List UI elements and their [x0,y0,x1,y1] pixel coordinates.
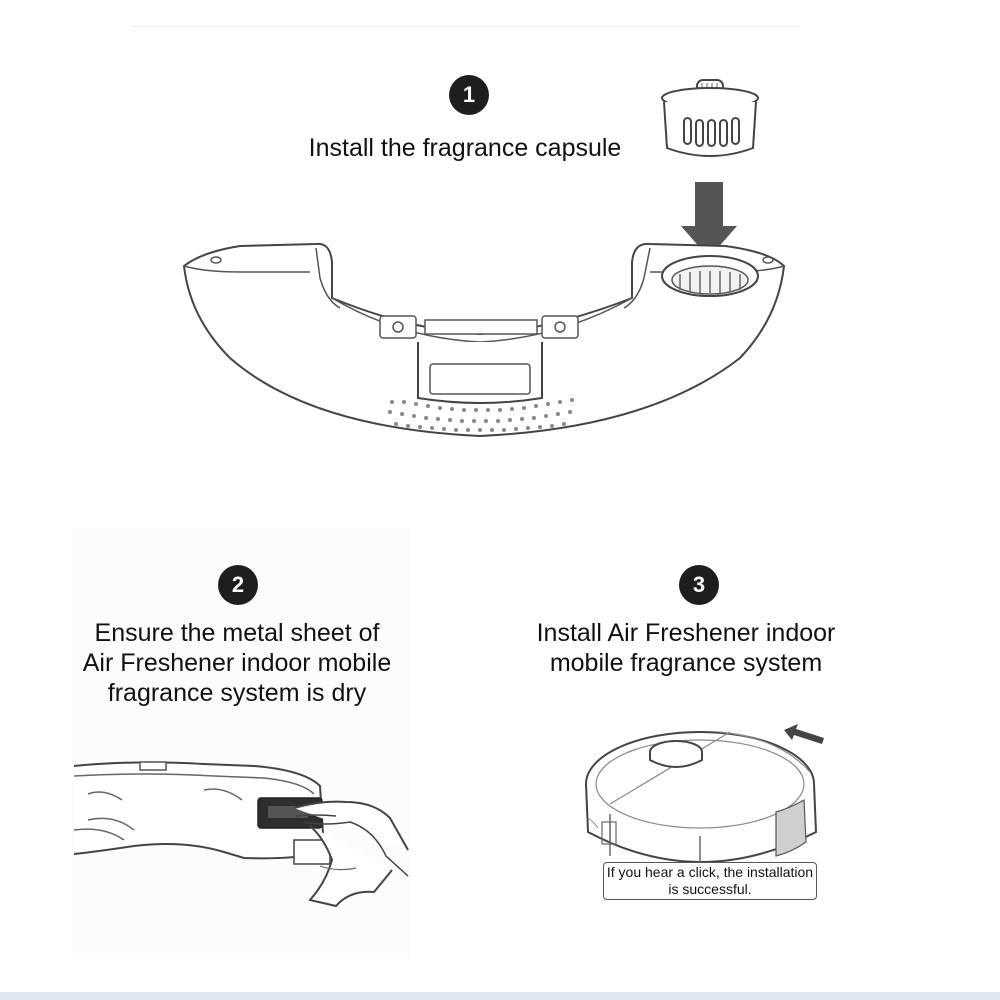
step2-caption: Ensure the metal sheet of Air Freshener … [82,619,392,707]
step2-number-badge: 2 [218,565,258,605]
step1-number-badge: 1 [449,75,489,115]
tank-wiping-illustration [73,761,409,908]
click-confirmation-note: If you hear a click, the installation is… [603,862,817,900]
down-arrow-icon [681,182,737,258]
step3-number-badge: 3 [679,565,719,605]
water-tank-illustration [182,242,786,438]
insert-arrow-icon [784,724,824,744]
step1-caption: Install the fragrance capsule [308,134,622,162]
bottom-border [0,992,1000,1000]
step3-caption: Install Air Freshener indoor mobile frag… [536,619,836,677]
robot-vacuum-illustration [585,731,818,870]
top-divider [130,26,800,27]
fragrance-capsule-illustration [661,79,759,157]
